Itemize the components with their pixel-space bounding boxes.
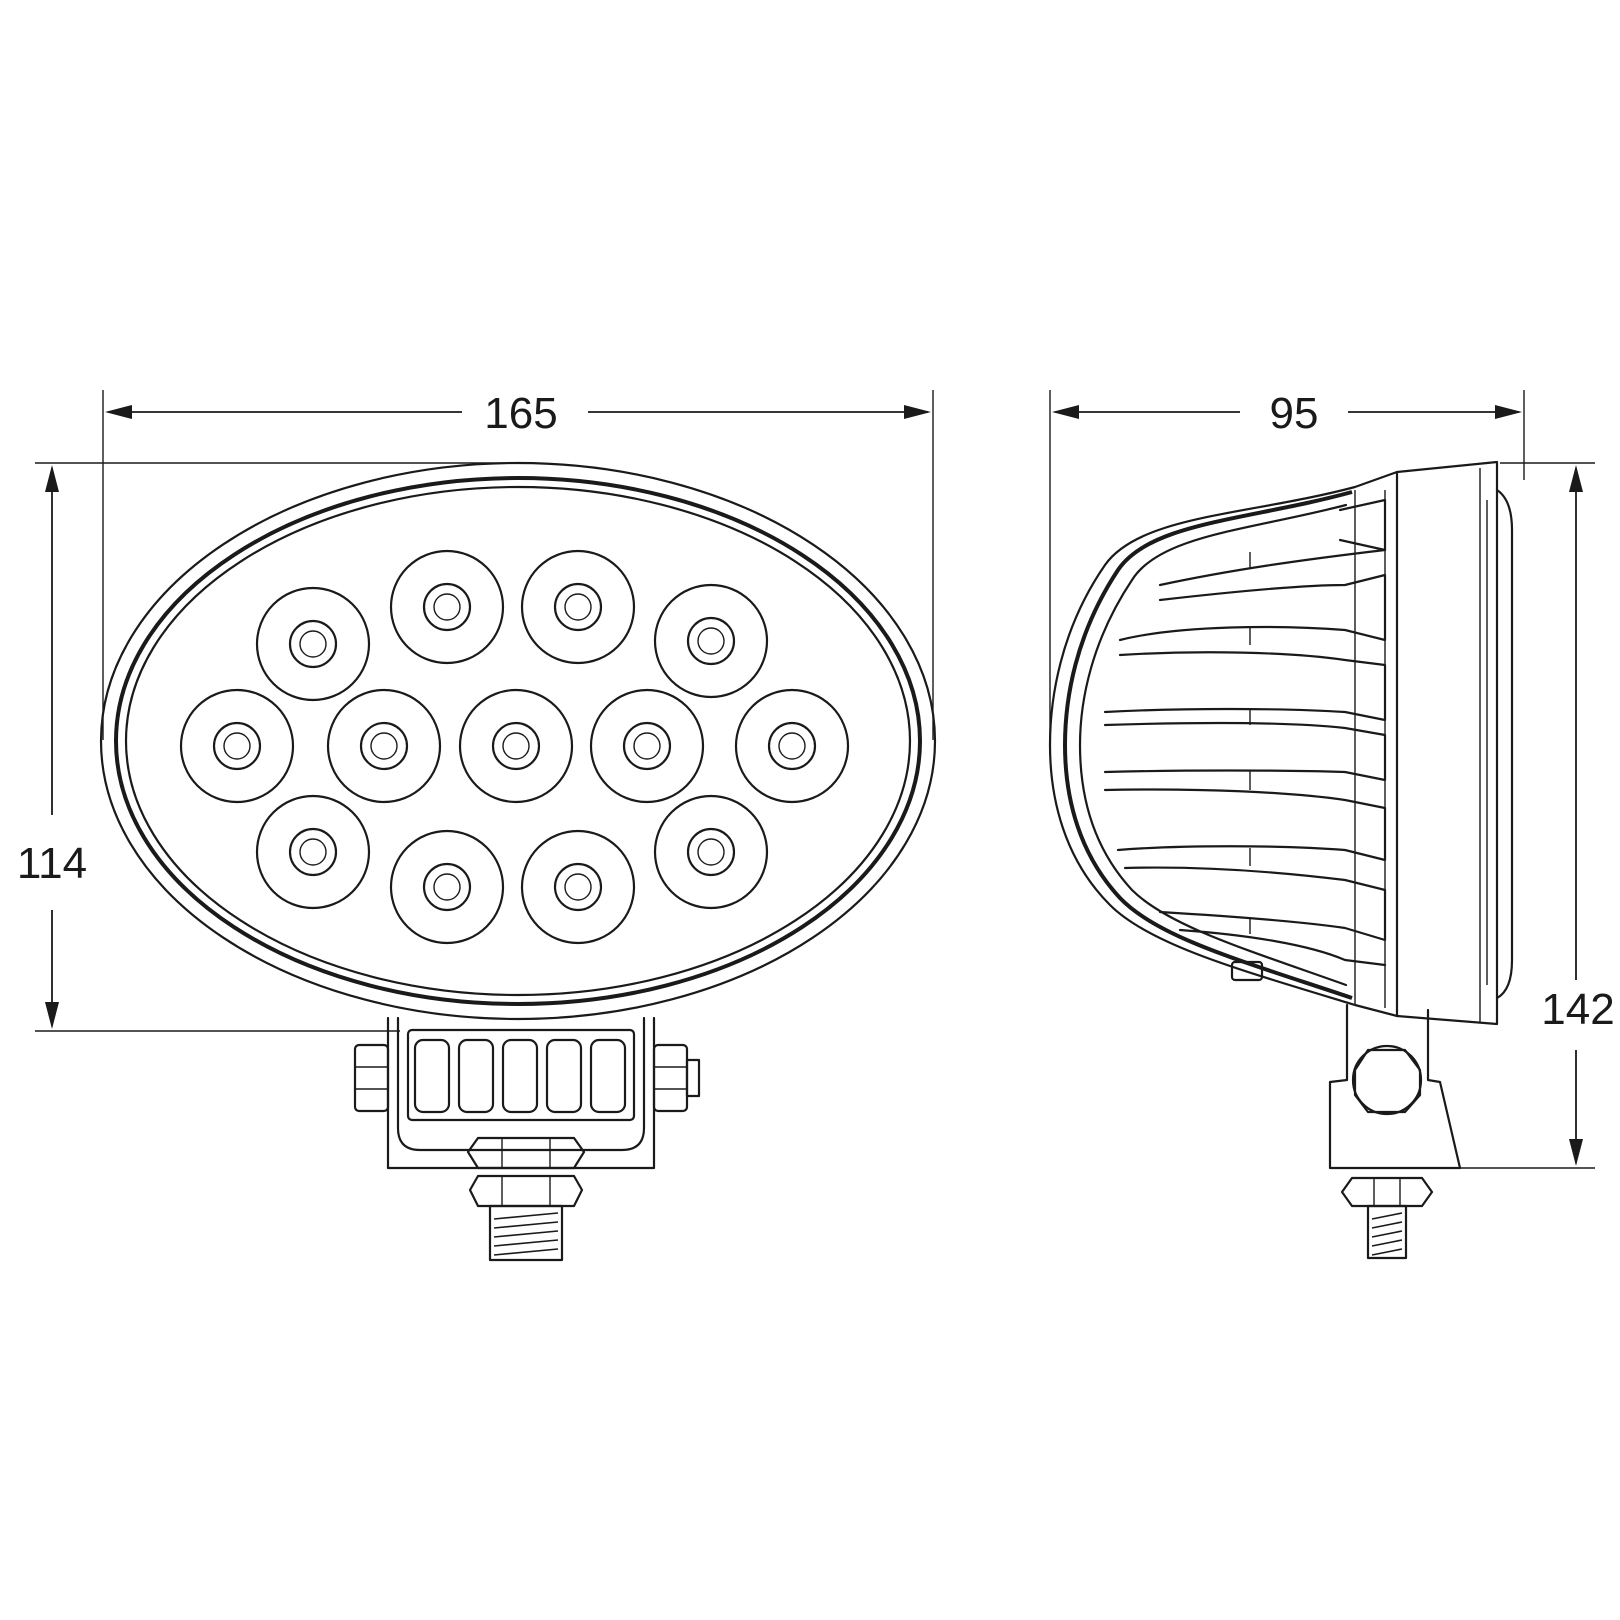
led-module: [389, 829, 505, 945]
front-thread-hatching: [493, 1212, 559, 1256]
thread-line: [1371, 1239, 1403, 1247]
side-mount-bracket: [1230, 960, 1462, 1260]
dimension-label-depth: 95: [1270, 389, 1319, 438]
led-array: [179, 549, 850, 945]
led-module: [653, 794, 769, 910]
dimension-label-width: 165: [484, 389, 557, 438]
cooling-fins: [1103, 490, 1387, 1008]
led-module: [326, 688, 442, 804]
front-housing-outer: [99, 461, 937, 1021]
front-lens: [124, 485, 912, 997]
led-module: [255, 586, 371, 702]
thread-line: [493, 1248, 559, 1256]
thread-line: [1371, 1221, 1403, 1229]
led-module: [734, 688, 850, 804]
side-thread-hatching: [1371, 1212, 1403, 1256]
front-mount-bracket: [353, 1016, 701, 1262]
dimension-label-height: 114: [17, 839, 87, 888]
thread-line: [1371, 1212, 1403, 1220]
thread-line: [1371, 1248, 1403, 1256]
thread-line: [493, 1239, 559, 1247]
front-view: [99, 461, 937, 1262]
led-module: [589, 688, 705, 804]
thread-line: [493, 1230, 559, 1238]
dimension-front-height: 114: [17, 462, 515, 1032]
led-module: [520, 829, 636, 945]
front-bezel-ring: [114, 476, 922, 1006]
thread-line: [493, 1212, 559, 1220]
dimension-front-width: 165: [102, 389, 934, 740]
dimension-side-height: 142: [1460, 462, 1615, 1169]
side-view: [1048, 460, 1514, 1260]
thread-line: [1371, 1230, 1403, 1238]
led-module: [458, 688, 574, 804]
led-module: [653, 583, 769, 699]
led-module: [389, 549, 505, 665]
led-module: [255, 794, 371, 910]
led-module: [520, 549, 636, 665]
thread-line: [493, 1221, 559, 1229]
side-bezel: [1395, 460, 1499, 1026]
dimension-label-side-height: 142: [1541, 985, 1614, 1034]
led-module: [179, 688, 295, 804]
dimension-side-depth: 95: [1049, 389, 1525, 745]
